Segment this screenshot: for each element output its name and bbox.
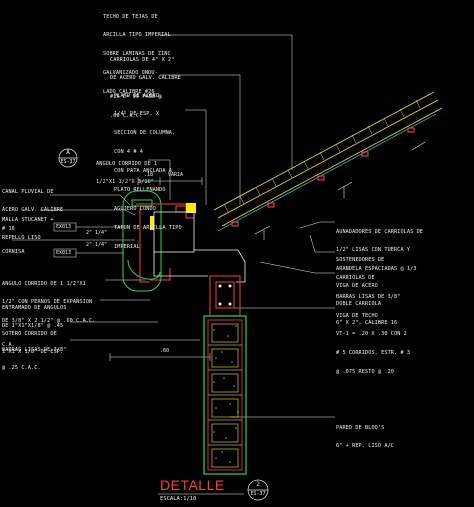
note-purlins: CARRIOLAS DE 4" X 2" DE ACERO GALV. CALI… [110,44,181,126]
note-line: ANGULO CORRIDO DE 1 [96,160,158,167]
leaders [12,34,335,418]
note-line: SOTERO CORRIDO DE [2,330,57,337]
beam-box [153,211,246,283]
gutter-cornice [122,190,162,292]
dim-varia: VARIA [168,172,184,178]
note-line: 1/4" DE ESP. X [114,111,160,118]
note-line: ENTRAMADO DE ANGULOS [2,304,67,311]
note-line: DE 1"X1"X1/8" @ .45 [2,323,64,330]
dim-18: .18 [144,172,154,178]
note-line: ANGULO CORRIDO DE 1 1/2"X1 [2,280,86,287]
note-line: CON PATA ANCLADA A [114,168,173,175]
note-line: DE ACERO GALV. CALIBRE [110,75,181,82]
note-line: VIGA DE ACERO [336,282,378,289]
purlin-rods [254,141,426,240]
tag-leaders [76,226,124,254]
note-line: PARED DE BLOQ'S [336,424,385,431]
note-line: CANAL PLUVIAL DE [2,188,54,195]
dim-2-quarter-b: 2" 1/4" [86,242,108,248]
note-steel-beam: VIGA DE ACERO DOBLE CARRIOLA 6" X 2", CA… [336,270,397,333]
note-line: PLATO DE ACERO, [114,92,163,99]
note-line: TECHO DE TEJAS DE [103,13,158,20]
roof-tile-hatch [223,99,421,213]
note-line: LADO CALIBRE #26 [103,89,155,96]
roof-beam-section [209,275,241,317]
zinc-sheet [217,113,437,232]
note-line: .60 C.A.C. [110,113,143,120]
note-line: @ .075 RESTO @ .20 [336,369,395,376]
note-line: AGUJERO CONDO [114,205,156,212]
steel-profile-fill [150,203,196,230]
note-purlin-joiners: AUNADADORES DE CARRIOLAS DE 1/2" LISAS C… [336,216,423,279]
note-line: IMPERIAL [114,243,140,250]
roof-beam-rebar [218,284,232,306]
block-wall [203,315,247,475]
note-line: SOSTENEDORES DE [336,256,385,263]
note-line: CON 4 # 4 [114,149,144,156]
note-line: #16 E= 90 PAÑO @ [110,94,162,101]
note-line: BARRAS LISAS DE 3/8" [2,346,67,353]
note-line: C.A. [2,342,15,349]
note-line: DOBLE CARRIOLA [336,301,382,308]
dim-2-quarter-a: 2" 1/4" [86,230,108,236]
note-stucco: MALLA STUCANET + REPELLO LISO [2,204,54,248]
purlins [231,127,415,227]
note-purlin-supports: SOSTENEDORES DE CARRIOLAS DE BARRAS LISA… [336,244,400,307]
note-line: CORNISA [2,248,25,255]
note-line: MALLA STUCANET + [2,216,54,223]
tag-ex013-b: EX013 [56,250,72,256]
note-line: ARCILLA TIPO IMPERIAL [103,32,171,39]
note-line: BARRAS LISAS DE 3/8" [336,294,401,301]
note-line: TAPON DE ARCILLA TIPO [114,224,182,231]
note-roof-beam: VIGA DE TECHO VT-1 = .20 X .30 CON 2 # 5… [336,300,410,382]
note-line: @ .25 C.A.C. [2,365,41,372]
note-rebar-angle: SOTERO CORRIDO DE 1"X1"X 1/8" DE ESP. [2,318,63,362]
note-roof-tile: TECHO DE TEJAS DE ARCILLA TIPO IMPERIAL … [103,1,171,102]
note-line: AUNADADORES DE CARRIOLAS DE [336,228,424,235]
dim-60: .60 [160,348,170,354]
bubble-number: 2 [256,481,260,488]
note-line: PLATO RELLENANDO [114,187,166,194]
note-line: 1/2" CON PERNOS DE EXPANSION [2,299,93,306]
drawing-title: DETALLE [160,477,225,493]
note-line: # 16 [2,226,15,233]
note-angle-bottom: ANGULO CORRIDO DE 1 1/2"X1 1/2" CON PERN… [2,268,95,331]
note-braced-angles: ENTRAMADO DE ANGULOS DE 1"X1"X1/8" @ .45… [2,292,66,355]
note-line: 1/2"X1 1/2"X 3/16" [96,179,155,186]
dimension-lines [109,177,211,361]
roof-tiles [213,91,443,227]
note-steel-plate: PLATO DE ACERO, 1/4" DE ESP. X SECCION D… [114,80,182,256]
note-line: SOBRE LAMINAS DE ZINC [103,51,171,58]
note-line: 6" + REP. LISO A/C [336,443,395,450]
note-line: CARRIOLAS DE [336,275,375,282]
note-line: SECCION DE COLUMNA, [114,130,176,137]
note-line: GALVANIZADO ONDU- [103,70,158,77]
note-line: ACERO GALV. CALIBRE [2,207,64,214]
note-line: REPELLO LISO [2,235,41,242]
note-gutter: CANAL PLUVIAL DE ACERO GALV. CALIBRE # 1… [2,176,63,239]
tag-ex013-a: EX013 [56,224,72,230]
note-line: 1"X1"X 1/8" DE ESP. [2,349,64,356]
section-bubbles [58,148,269,501]
bubble-ref-bottom: ES-37 [250,491,266,497]
bubble-letter: A [66,149,70,156]
note-cornice: CORNISA [2,236,25,261]
drawing-scale: ESCALA:1/10 [160,496,197,502]
note-line: DE 3/8" X 2 1/2" @ .60 C.A.C. [2,318,96,325]
note-line: 1/2" LISAS CON TUERCA Y [336,247,411,254]
note-angle-top: ANGULO CORRIDO DE 1 1/2"X1 1/2"X 3/16" [96,148,157,192]
note-line: 6" X 2", CALIBRE 16 [336,320,398,327]
note-block-wall: PARED DE BLOQ'S 6" + REP. LISO A/C [336,412,394,456]
bubble-ref-top: ES-37 [60,159,76,165]
note-line: VIGA DE TECHO [336,312,378,319]
note-rebars: BARRAS LISAS DE 3/8" @ .25 C.A.C. [2,334,66,378]
note-line: ARANDELA ESPACIADAS @ 1/3 [336,266,417,273]
note-line: CARRIOLAS DE 4" X 2" [110,56,175,63]
note-line: VT-1 = .20 X .30 CON 2 [336,331,407,338]
note-line: # 5 CORRIDOS, ESTR. # 3 [336,350,411,357]
